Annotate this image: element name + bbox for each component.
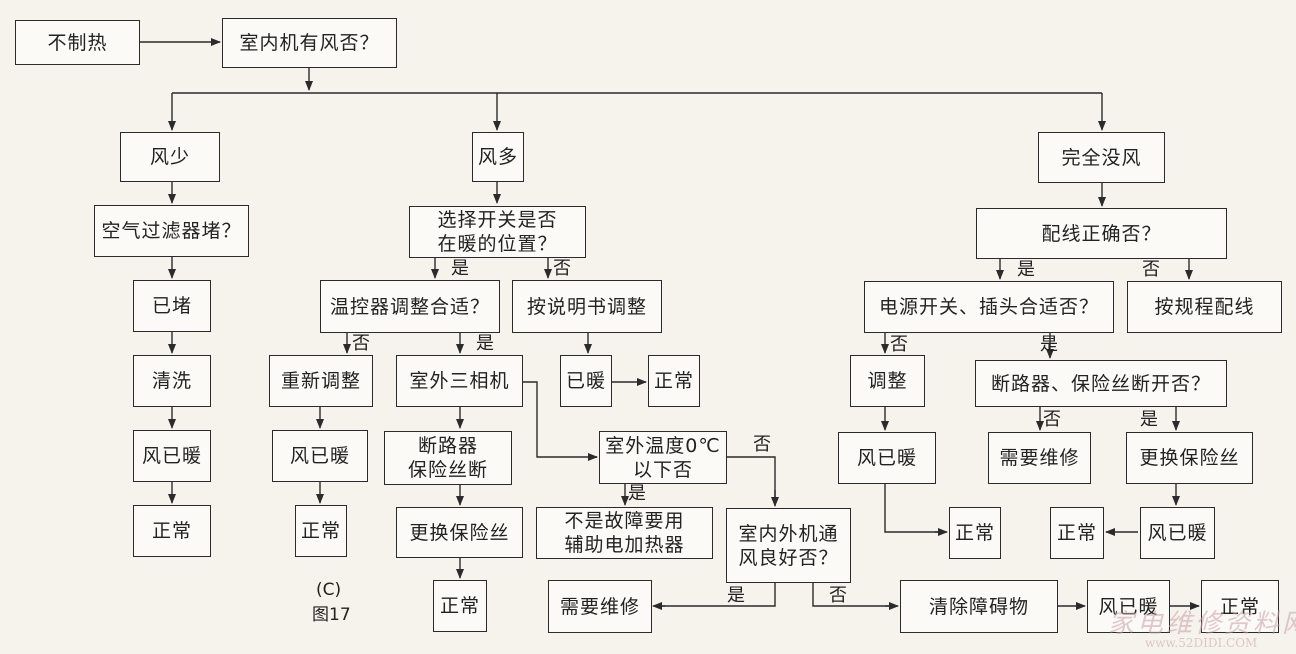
- readjust: 重新调整: [269, 355, 373, 407]
- normal-3: 正常: [433, 580, 487, 632]
- question-wiring: 配线正确否？: [976, 208, 1227, 259]
- outdoor-three-phase: 室外三相机: [396, 355, 523, 407]
- warmed: 已暖: [560, 355, 612, 407]
- no-fan: 完全没风: [1038, 132, 1165, 183]
- question-thermostat: 温控器调整合适？: [320, 280, 500, 333]
- label-no-breaker: 否: [1043, 409, 1061, 430]
- not-fault-aux-heater: 不是故障要用 辅助电加热器: [536, 507, 713, 559]
- question-power-plug: 电源开关、插头合适否？: [864, 281, 1114, 333]
- label-yes-thermostat: 是: [476, 333, 494, 354]
- warm-air-4: 风已暖: [838, 432, 936, 484]
- label-no-ventilation: 否: [829, 585, 847, 606]
- label-yes-wiring: 是: [1017, 259, 1035, 280]
- normal-4: 正常: [648, 355, 700, 407]
- breaker-fuse-blown: 断路器 保险丝断: [384, 431, 512, 485]
- warm-air-2: 风已暖: [272, 430, 368, 482]
- rewire-per-spec: 按规程配线: [1127, 281, 1282, 333]
- start-no-heating: 不制热: [15, 20, 140, 65]
- warm-air-3: 风已暖: [1087, 580, 1170, 633]
- normal-6: 正常: [949, 507, 1001, 559]
- label-no-switch: 否: [553, 258, 571, 279]
- warm-air-5: 风已暖: [1140, 507, 1215, 559]
- label-no-temp: 否: [753, 434, 771, 455]
- remove-obstacles: 清除障碍物: [900, 580, 1058, 633]
- label-no-wiring: 否: [1142, 259, 1160, 280]
- clean: 清洗: [133, 355, 211, 407]
- question-indoor-fan: 室内机有风否？: [222, 18, 397, 68]
- caption-figure: 图17: [312, 605, 351, 625]
- watermark-url: www.52DIDI.COM: [1145, 636, 1258, 650]
- fan-low: 风少: [120, 132, 220, 182]
- label-yes-switch: 是: [451, 258, 469, 279]
- label-no-power: 否: [890, 334, 908, 355]
- normal-7: 正常: [1050, 507, 1104, 559]
- replace-fuse-2: 更换保险丝: [1126, 432, 1253, 484]
- question-filter-blocked: 空气过滤器堵？: [94, 205, 249, 257]
- caption-part: (C): [316, 580, 342, 600]
- fan-high: 风多: [472, 132, 524, 182]
- label-yes-power: 是: [1040, 334, 1058, 355]
- label-yes-ventilation: 是: [727, 585, 745, 606]
- adjust-per-manual: 按说明书调整: [512, 280, 662, 333]
- normal-2: 正常: [295, 505, 347, 557]
- label-yes-breaker: 是: [1140, 409, 1158, 430]
- watermark-cn: 家电维修资料网: [1108, 609, 1296, 639]
- question-switch-position: 选择开关是否 在暖的位置？: [409, 206, 586, 258]
- label-no-thermostat: 否: [352, 333, 370, 354]
- adjust: 调整: [850, 355, 925, 407]
- warm-air-1: 风已暖: [133, 430, 211, 482]
- replace-fuse-1: 更换保险丝: [396, 507, 523, 558]
- needs-repair-1: 需要维修: [548, 580, 652, 633]
- question-breaker-fuse: 断路器、保险丝断开否？: [975, 360, 1227, 407]
- normal-1: 正常: [133, 505, 211, 557]
- question-ventilation: 室内外机通 风良好否？: [726, 508, 851, 583]
- needs-repair-2: 需要维修: [988, 432, 1091, 484]
- blocked: 已堵: [133, 280, 211, 332]
- normal-5: 正常: [1201, 580, 1279, 633]
- question-outdoor-temp: 室外温度0℃ 以下否: [599, 431, 727, 484]
- label-yes-temp: 是: [628, 483, 646, 504]
